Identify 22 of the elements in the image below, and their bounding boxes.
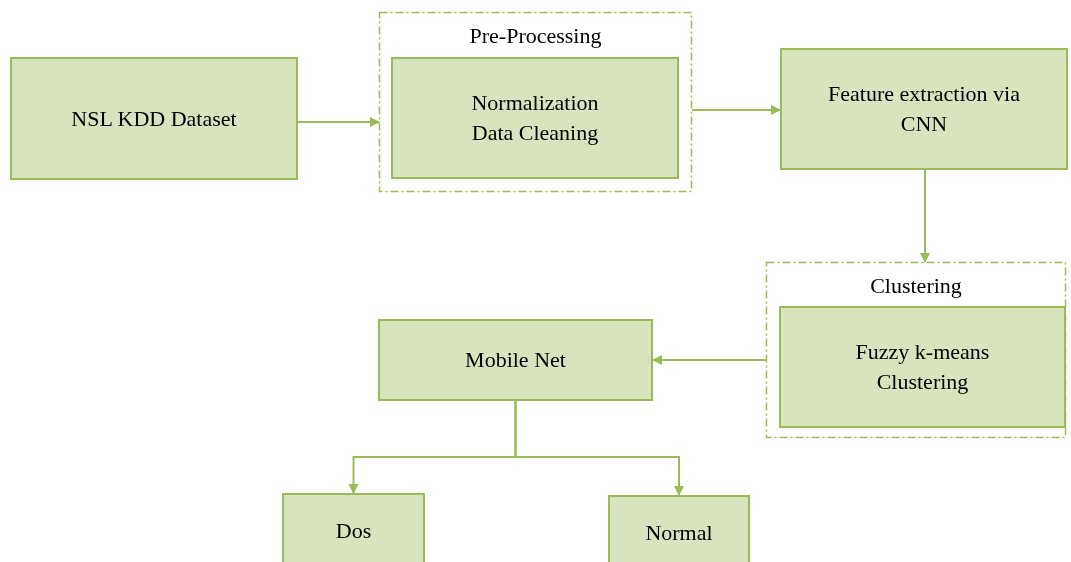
process-box xyxy=(10,57,298,180)
box-text: NSL KDD Dataset xyxy=(71,104,237,133)
box-text: Feature extraction via CNN xyxy=(827,80,1021,138)
arrow xyxy=(652,355,767,365)
process-box xyxy=(780,48,1068,170)
group-heading: Pre-Processing xyxy=(468,22,603,50)
box-text: Fuzzy k-means Clustering xyxy=(854,338,991,396)
arrow xyxy=(297,117,380,127)
process-box xyxy=(779,306,1066,428)
process-box xyxy=(282,493,425,562)
process-box xyxy=(378,319,653,401)
arrow xyxy=(514,400,684,496)
box-text: Normal xyxy=(645,518,713,547)
arrow xyxy=(920,169,930,263)
box-text: Data Cleaning xyxy=(471,119,599,147)
process-box xyxy=(391,57,679,179)
box-text: Dos xyxy=(335,516,372,545)
group-heading: Clustering xyxy=(869,272,963,300)
box-text: Mobile Net xyxy=(465,346,566,374)
process-box xyxy=(608,495,750,562)
arrow xyxy=(691,105,781,115)
box-text: Normalization xyxy=(471,89,599,117)
